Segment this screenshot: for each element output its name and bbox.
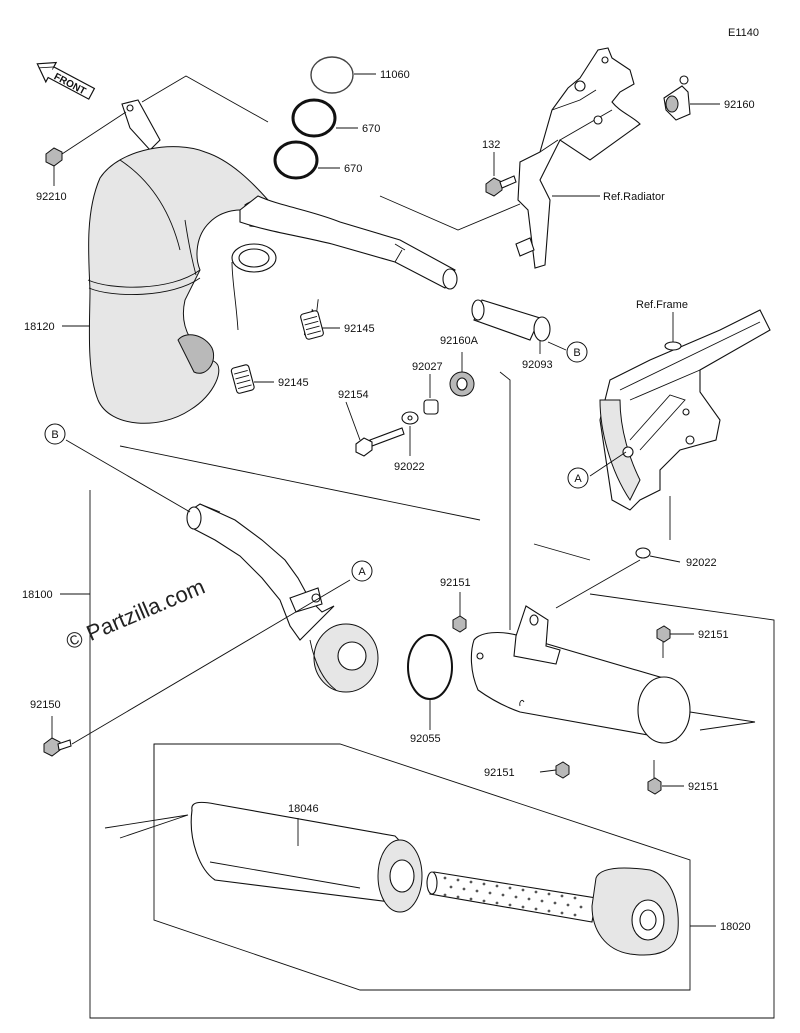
bolt-92150[interactable] [43, 737, 72, 757]
muffler-body-18046[interactable] [104, 801, 423, 913]
bolt-132[interactable] [485, 175, 517, 197]
callout-b-sleeve: B [566, 341, 588, 363]
gasket-92055[interactable] [407, 634, 453, 700]
ref-radiator-label: Ref.Radiator [603, 191, 665, 203]
part-label-92055: 92055 [410, 733, 441, 745]
callout-a-pipe: A [351, 560, 373, 582]
exhaust-pipe-18120[interactable] [87, 99, 277, 424]
gasket-ring-11060[interactable] [310, 56, 354, 94]
part-label-670-lower: 670 [344, 163, 362, 175]
bolt-92151-right[interactable] [656, 625, 671, 658]
callout-a-pipe-label: A [358, 566, 366, 578]
part-label-18100: 18100 [22, 589, 53, 601]
washer-92022-lower[interactable] [635, 547, 651, 559]
callout-b-sleeve-label: B [573, 347, 580, 359]
part-label-92022-lower: 92022 [686, 557, 717, 569]
callout-b-left-label: B [51, 429, 58, 441]
part-label-92145-lower: 92145 [278, 377, 309, 389]
part-label-92022-small: 92022 [394, 461, 425, 473]
washer-92022-small[interactable] [401, 411, 419, 425]
part-label-18046: 18046 [288, 803, 319, 815]
callout-b-left: B [44, 423, 66, 445]
watermark: © Partzilla.com [62, 574, 208, 655]
spring-92145-upper[interactable] [299, 299, 334, 341]
radiator-bracket [515, 47, 641, 269]
part-label-92093: 92093 [522, 359, 553, 371]
o-ring-670-upper[interactable] [291, 98, 337, 138]
frame-section [599, 309, 771, 511]
silencer-assembly[interactable] [470, 605, 756, 744]
part-label-92027: 92027 [412, 361, 443, 373]
part-label-92150: 92150 [30, 699, 61, 711]
part-label-92210: 92210 [36, 191, 67, 203]
part-label-92154: 92154 [338, 389, 369, 401]
rubber-grommet-92160A[interactable] [449, 371, 475, 397]
rubber-mount-92160[interactable] [663, 75, 691, 121]
nut-92210[interactable] [45, 147, 63, 167]
bolt-92151-top[interactable] [452, 615, 467, 633]
part-number-labels: 11060 670 670 92160 132 92210 18120 9214… [22, 69, 755, 933]
bolt-92154[interactable] [355, 427, 405, 457]
part-label-18120: 18120 [24, 321, 55, 333]
part-label-92160A: 92160A [440, 335, 479, 347]
diagram-code: E1140 [728, 27, 759, 39]
part-label-92145-upper: 92145 [344, 323, 375, 335]
part-label-92151-top: 92151 [440, 577, 471, 589]
part-label-92151-bottom: 92151 [484, 767, 515, 779]
sleeve-92093[interactable] [471, 299, 551, 342]
leader-lines [51, 73, 775, 1019]
link-pipe-18100[interactable] [186, 503, 379, 693]
bolt-92151-bottom[interactable] [555, 761, 570, 779]
part-label-92151-lower-right: 92151 [688, 781, 719, 793]
part-label-92160: 92160 [724, 99, 755, 111]
part-label-670-upper: 670 [362, 123, 380, 135]
spring-92145-lower[interactable] [230, 364, 255, 394]
end-cap-18020[interactable] [591, 867, 679, 956]
pipe-tube-upper[interactable] [239, 195, 458, 290]
o-ring-670-lower[interactable] [273, 140, 319, 180]
collar-92027[interactable] [423, 399, 439, 415]
callout-a-frame: A [567, 467, 589, 489]
part-label-18020: 18020 [720, 921, 751, 933]
front-direction-arrow: FRONT [36, 61, 96, 100]
part-label-92151-right: 92151 [698, 629, 729, 641]
part-label-11060: 11060 [380, 69, 410, 81]
bolt-92151-lower-right[interactable] [647, 760, 662, 795]
perforated-core[interactable] [426, 871, 597, 923]
part-label-132: 132 [482, 139, 500, 151]
callout-a-frame-label: A [574, 473, 582, 485]
ref-frame-label: Ref.Frame [636, 299, 688, 311]
